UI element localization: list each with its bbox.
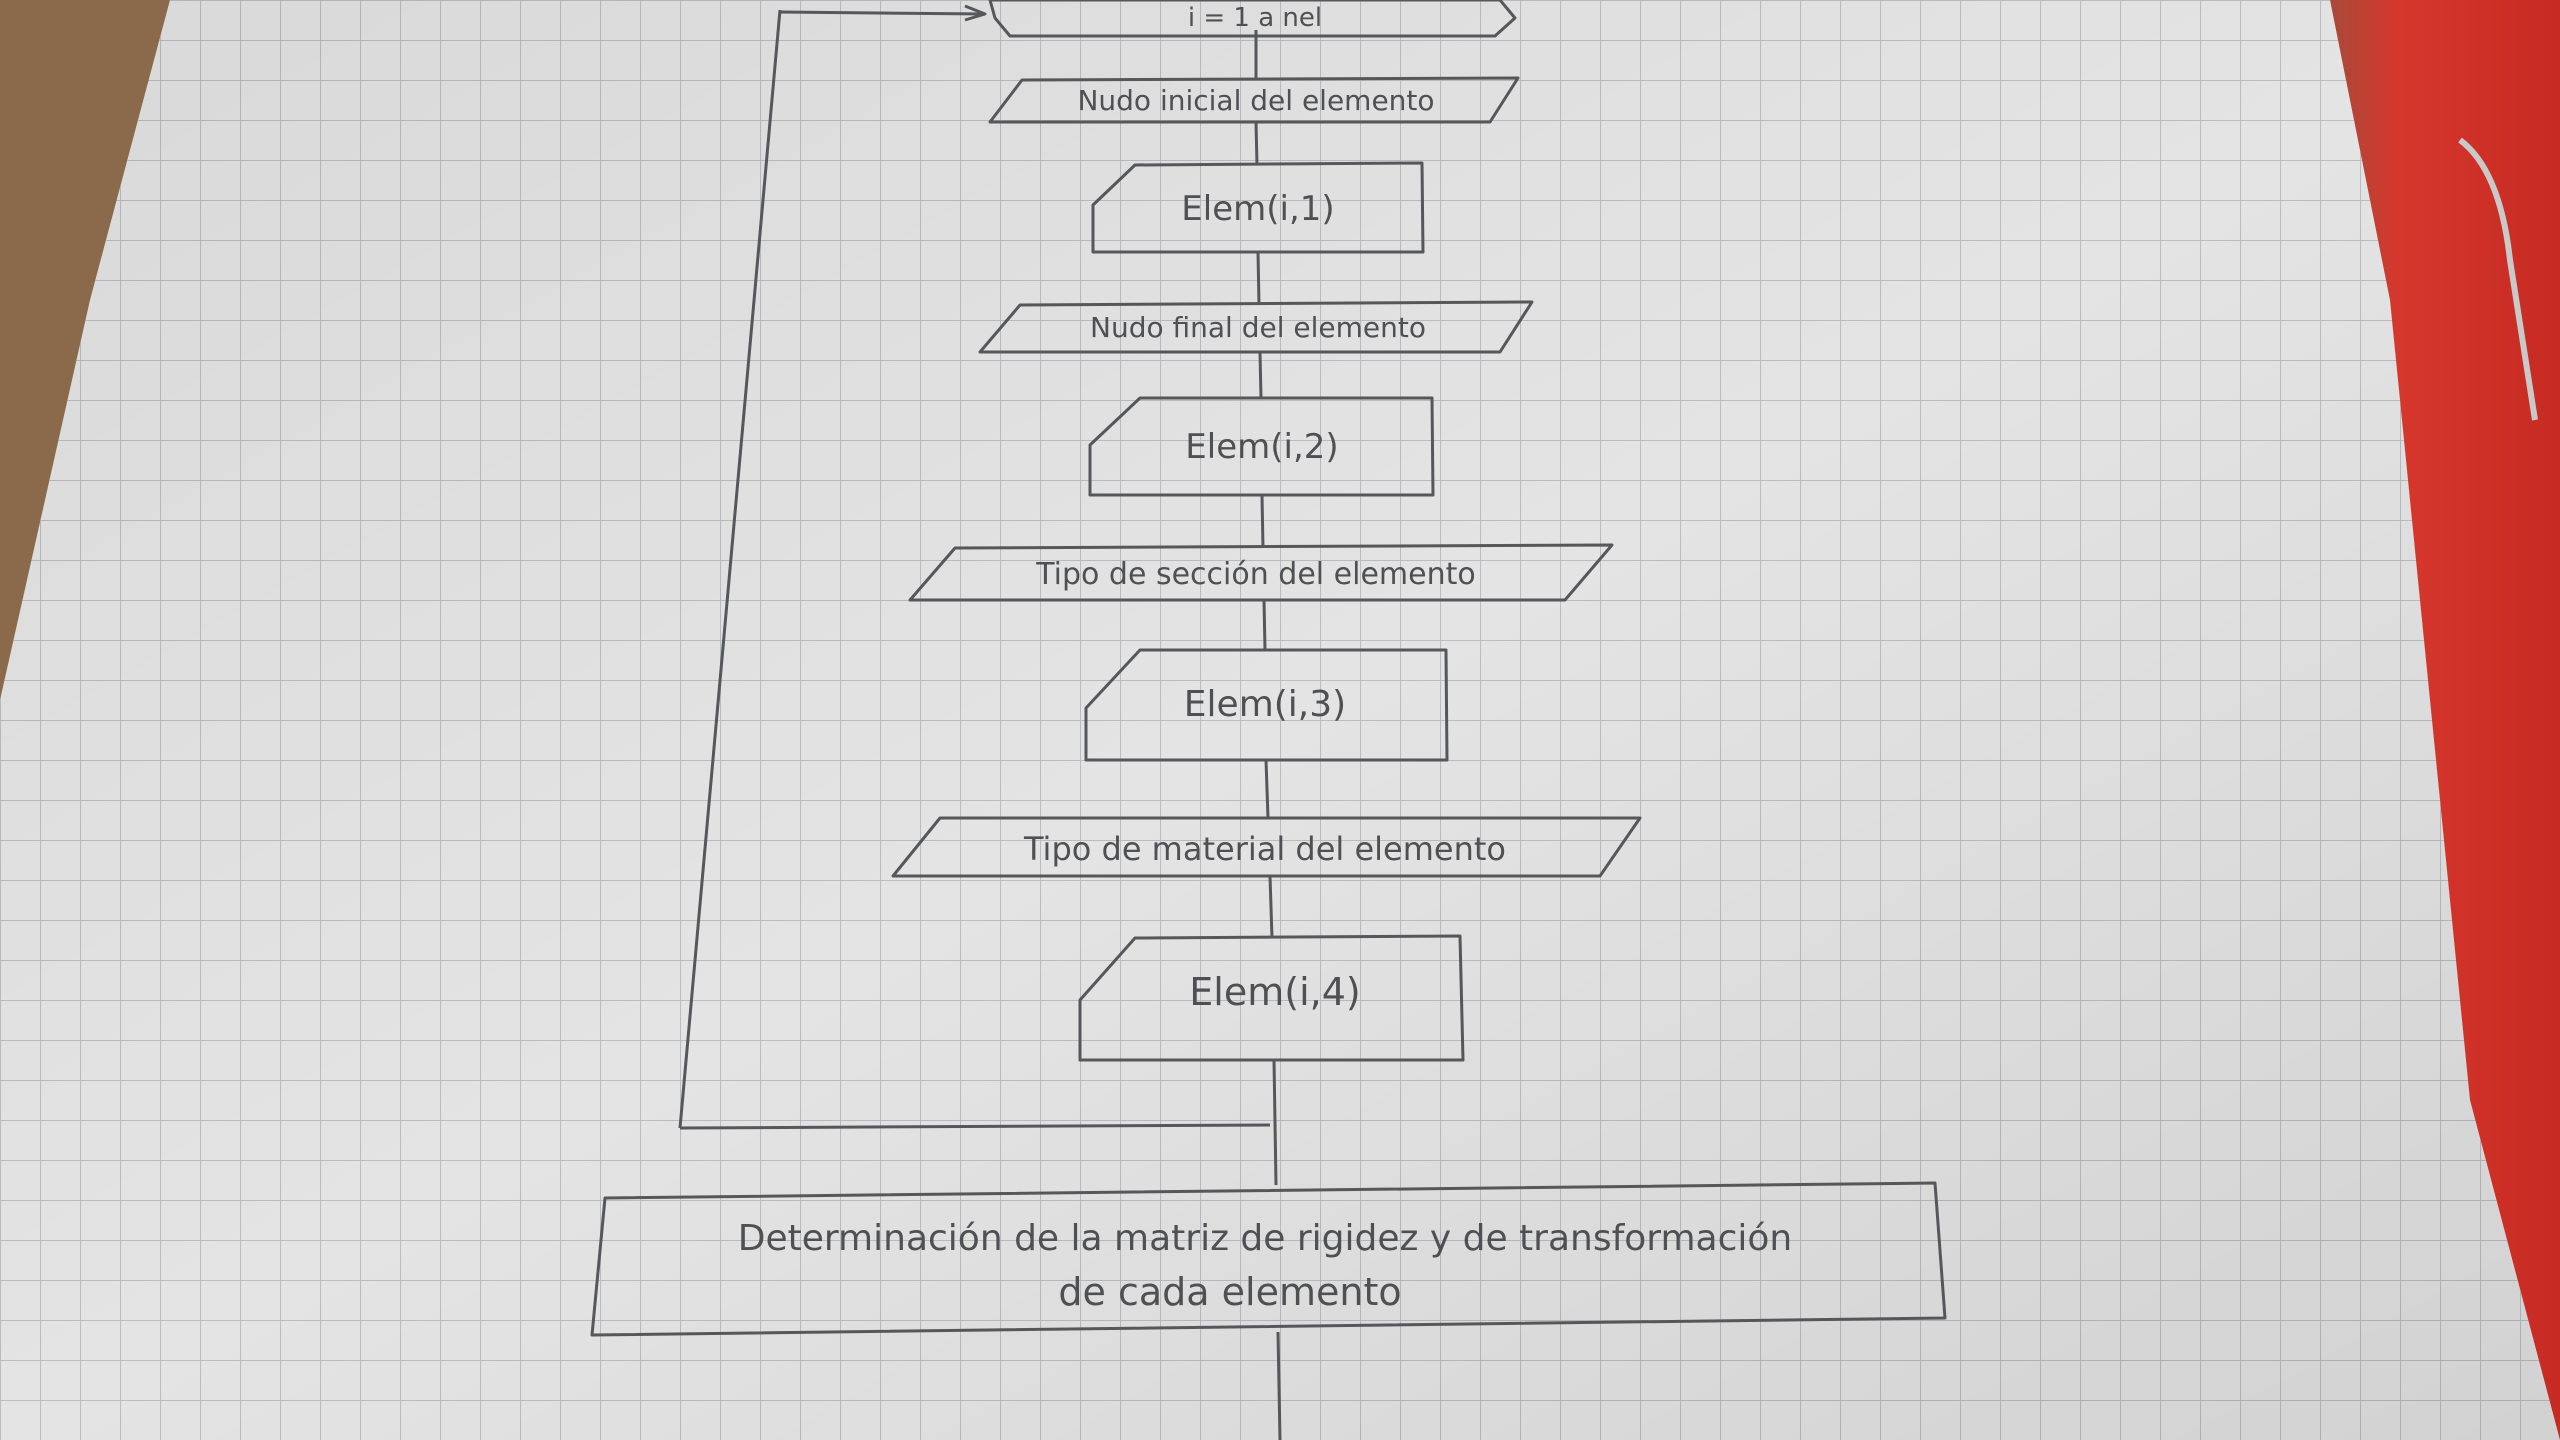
- input-label-3: Tipo de sección del elemento: [1035, 557, 1475, 592]
- loop-top-line: [779, 10, 986, 16]
- flow-connectors: [1254, 30, 1282, 1440]
- card-shape-4: [1078, 934, 1465, 1062]
- card-label-1: Elem(i,1): [1181, 189, 1334, 229]
- process-label-line1: Determinación de la matriz de rigidez y …: [738, 1218, 1792, 1259]
- loop-bottom-line: [679, 1123, 1271, 1130]
- input-shape-1: [988, 76, 1520, 124]
- card-shape-3: [1084, 648, 1449, 762]
- card-label-2: Elem(i,2): [1185, 427, 1338, 467]
- input-shape-3: [908, 543, 1614, 602]
- input-label-1: Nudo inicial del elemento: [1077, 84, 1434, 117]
- input-label-2: Nudo final del elemento: [1090, 311, 1426, 344]
- binder-clip: [2458, 137, 2538, 421]
- process-shape: [590, 1181, 1947, 1337]
- card-shape-2: [1088, 396, 1435, 497]
- input-shape-2: [978, 300, 1534, 354]
- loop-header-label: i = 1 a nel: [1188, 3, 1322, 33]
- card-label-4: Elem(i,4): [1189, 970, 1360, 1014]
- loop-left-line: [678, 9, 782, 1129]
- loop-header-shape: [988, 0, 1517, 38]
- input-label-4: Tipo de material del elemento: [1023, 830, 1506, 868]
- process-label-line2: de cada elemento: [1058, 1270, 1401, 1314]
- card-label-3: Elem(i,3): [1184, 684, 1346, 725]
- card-shape-1: [1091, 161, 1425, 254]
- loop-arrow-icon: [964, 4, 987, 22]
- input-shape-4: [891, 816, 1642, 878]
